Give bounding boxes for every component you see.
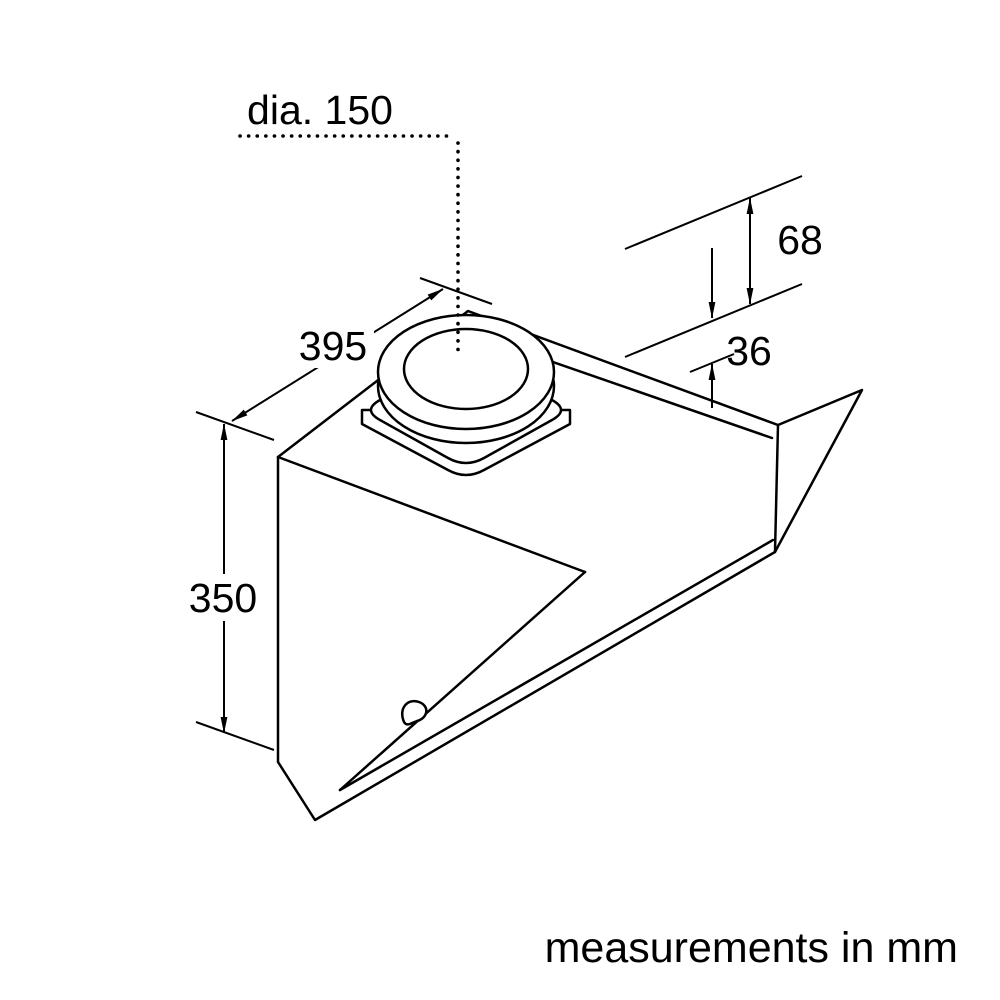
- dim-68-label: 68: [777, 217, 823, 263]
- ext-line-350-top: [195, 411, 275, 441]
- glass-right-edge: [773, 423, 780, 554]
- ext-line-350-bottom: [195, 721, 275, 751]
- dim-diameter-label: dia. 150: [247, 87, 393, 133]
- dim-350-label: 350: [189, 575, 257, 621]
- footer-note: measurements in mm: [545, 924, 958, 972]
- dim-395-label: 395: [299, 323, 367, 369]
- ext-line-68-top: [624, 175, 803, 250]
- dim-36-label: 36: [726, 328, 772, 374]
- hood-top-back-edge: [276, 455, 587, 574]
- ext-line-68-36-mid: [624, 283, 803, 358]
- duct-opening: [402, 327, 530, 411]
- label-mask-395: [292, 323, 374, 368]
- glass-inner-left-edge: [338, 570, 587, 792]
- drain-hook-detail: [401, 699, 428, 726]
- ext-line-36-bottom: [689, 353, 735, 373]
- label-mask-350: [181, 574, 265, 621]
- bottom-strip-edge: [338, 538, 775, 792]
- ext-line-395-top: [419, 277, 493, 305]
